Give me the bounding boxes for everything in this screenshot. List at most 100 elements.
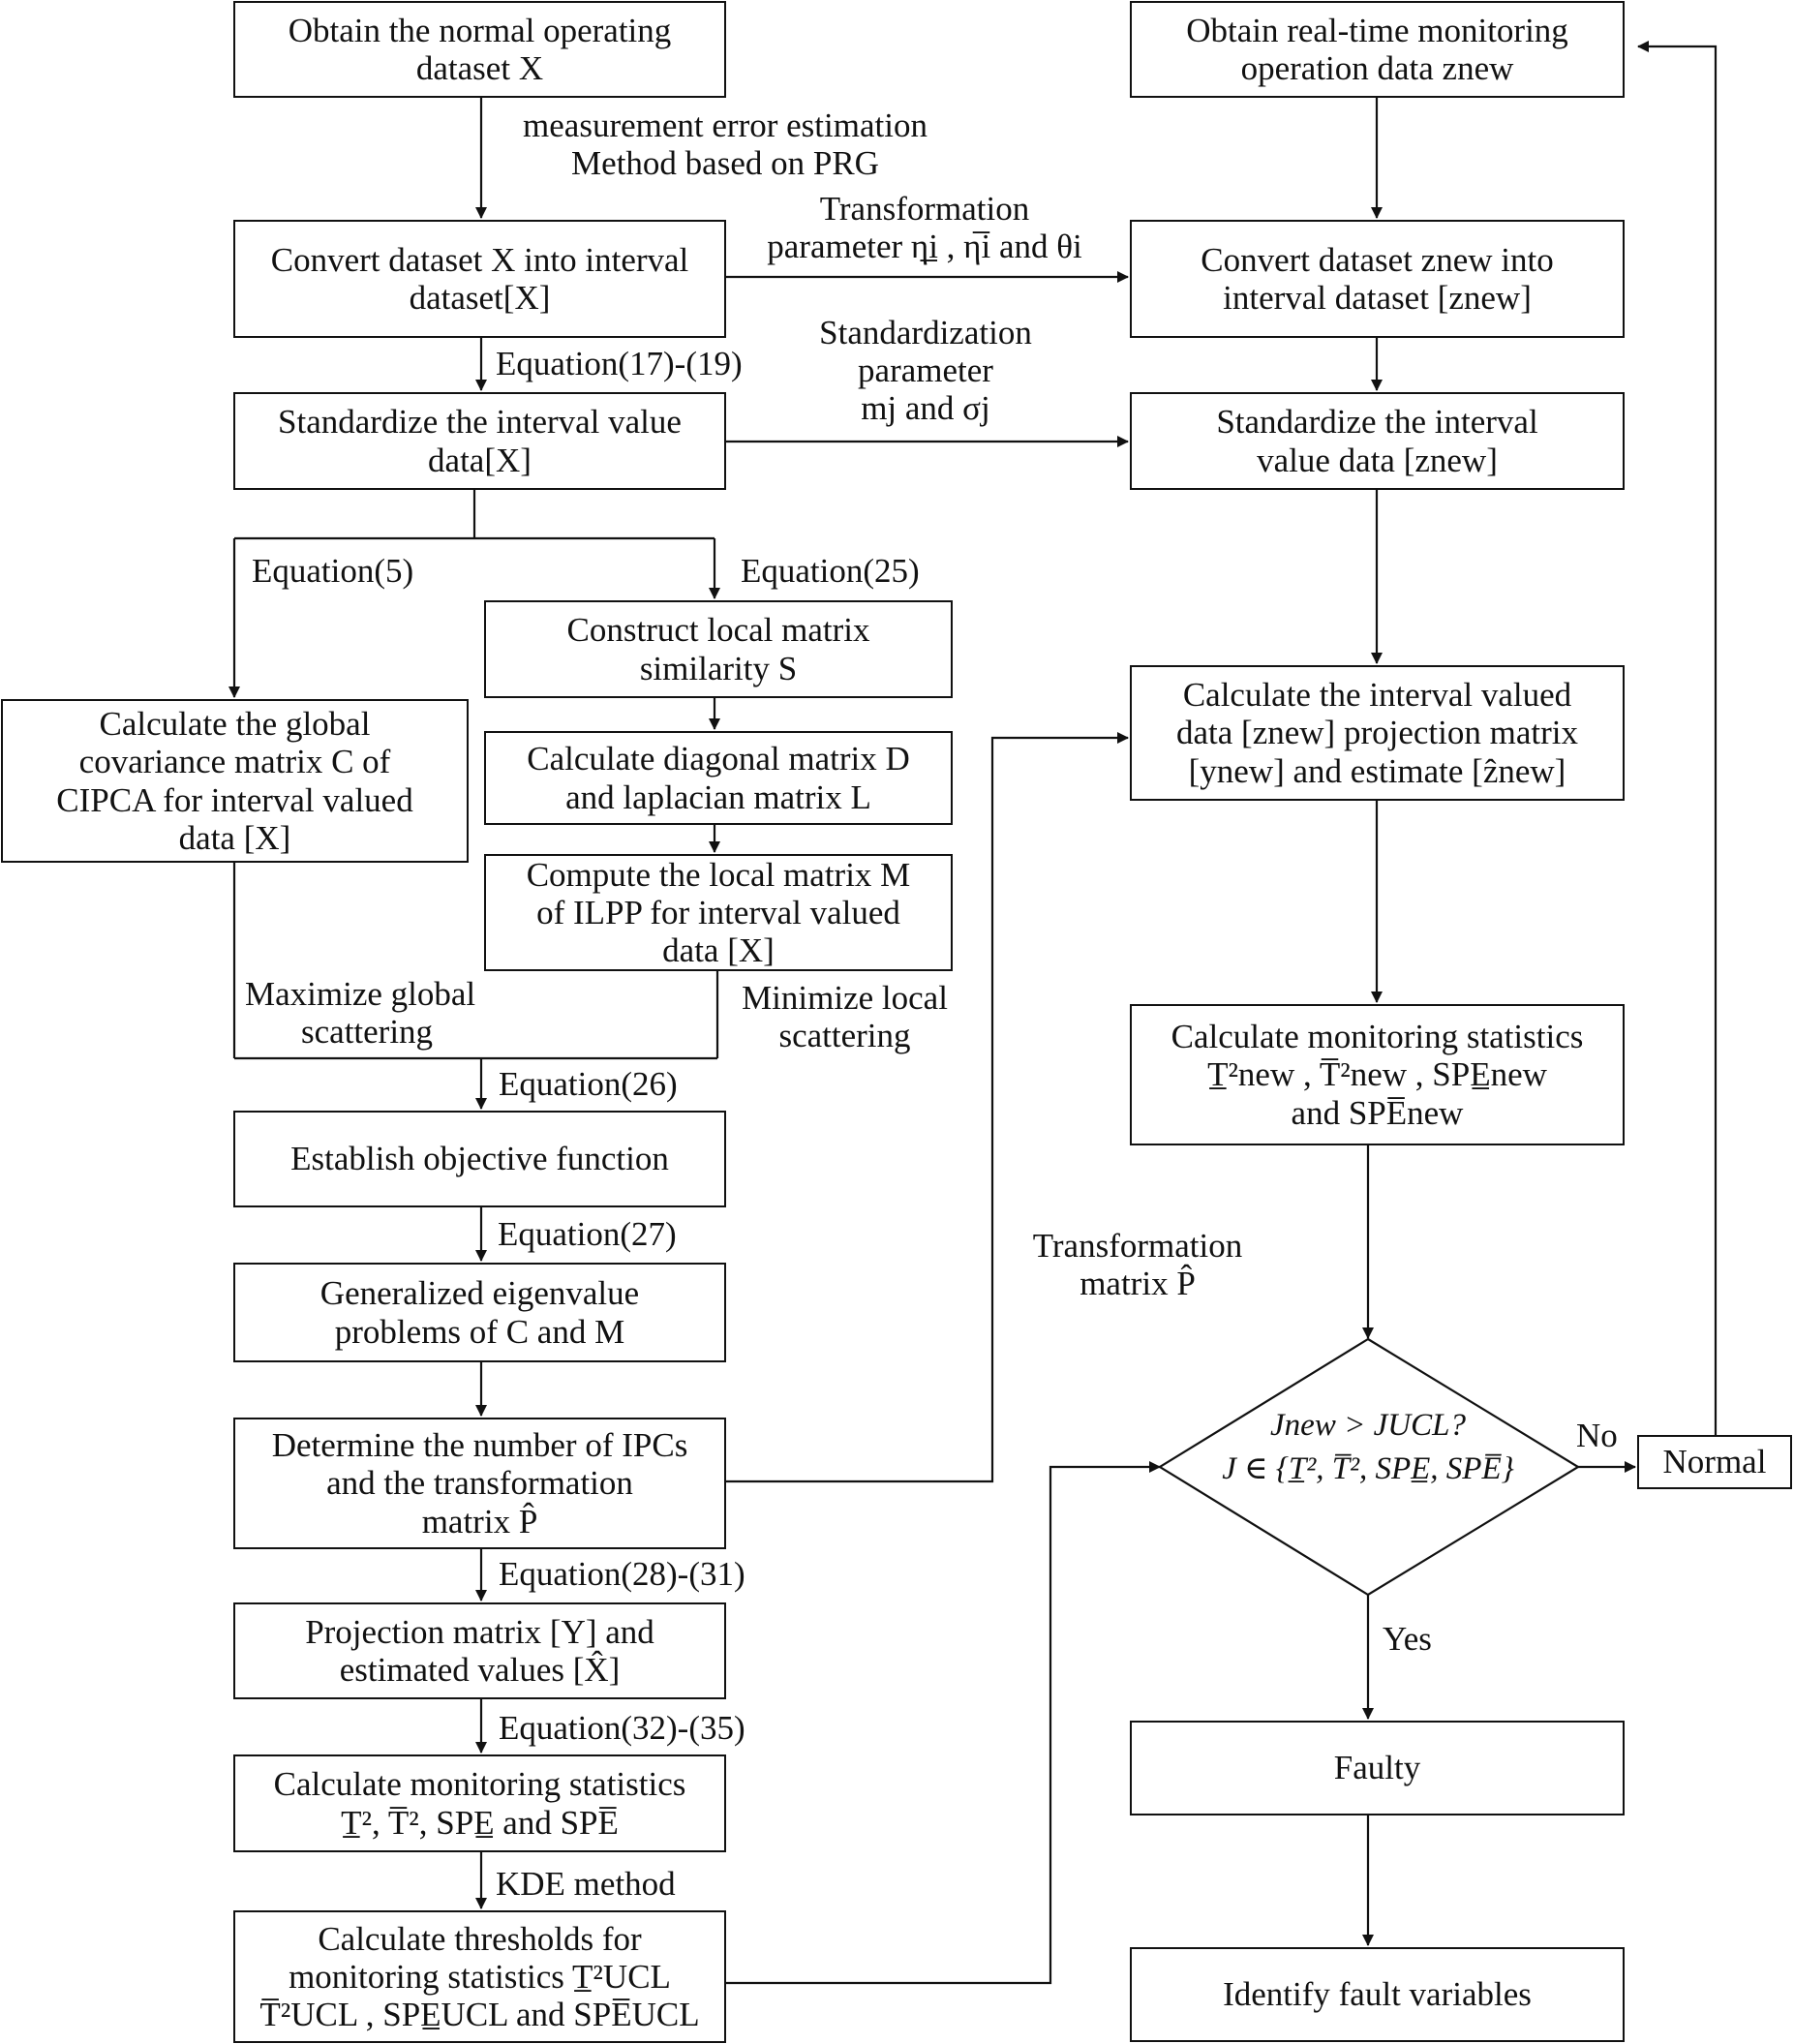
- text-line: Calculate thresholds for: [318, 1919, 642, 1958]
- text-line: Maximize global: [245, 975, 476, 1013]
- text-line: measurement error estimation: [523, 107, 927, 144]
- text-line: Calculate monitoring statistics: [273, 1765, 686, 1804]
- text-line: parameter η̲i , η̅i and θi: [767, 228, 1082, 266]
- text-line: T̅²UCL , SPE̲UCL and SPE̅UCL: [259, 1996, 700, 2034]
- text-line: Calculate diagonal matrix D: [527, 740, 910, 778]
- text-line: value data [znew]: [1257, 441, 1498, 479]
- text-line: T̲², T̅², SPE̲ and SPE̅: [341, 1803, 619, 1842]
- label-transformation-param: Transformation parameter η̲i , η̅i and θ…: [736, 190, 1113, 265]
- text-line: Standardization: [819, 314, 1032, 351]
- text-line: Projection matrix [Y] and: [305, 1612, 654, 1651]
- text-line: T̲²new , T̅²new , SPE̲new: [1207, 1055, 1547, 1094]
- box-eigenvalue: Generalized eigenvalue problems of C and…: [233, 1263, 726, 1362]
- text-line: and SPE̅new: [1291, 1093, 1464, 1132]
- text-line: Identify fault variables: [1223, 1975, 1532, 2014]
- text-line: Calculate the global: [99, 705, 371, 744]
- label-no: No: [1576, 1417, 1618, 1454]
- text-line: data[X]: [428, 441, 532, 479]
- text-line: Method based on PRG: [571, 144, 879, 183]
- box-determine-ipcs: Determine the number of IPCs and the tra…: [233, 1418, 726, 1549]
- text-line: CIPCA for interval valued: [56, 780, 413, 819]
- label-eq32-35: Equation(32)-(35): [499, 1709, 745, 1747]
- text-line: and laplacian matrix L: [565, 778, 871, 816]
- text-line: scattering: [301, 1013, 434, 1052]
- text-line: problems of C and M: [334, 1312, 625, 1351]
- label-eq25: Equation(25): [741, 552, 920, 590]
- text-line: Convert dataset X into interval: [270, 240, 689, 279]
- text-line: monitoring statistics T̲²UCL: [289, 1957, 671, 1996]
- text-line: data [X]: [178, 818, 291, 857]
- label-eq28-31: Equation(28)-(31): [499, 1555, 745, 1593]
- arrow-thresholds-to-decision: [726, 1461, 1161, 1985]
- box-objective-function: Establish objective function: [233, 1111, 726, 1207]
- text-line: Standardize the interval value: [278, 403, 682, 442]
- box-construct-local: Construct local matrix similarity S: [484, 600, 953, 698]
- text-line: Compute the local matrix M: [526, 855, 911, 894]
- label-maximize-global: Maximize global scattering: [245, 975, 475, 1051]
- box-standardize: Standardize the interval value data[X]: [233, 392, 726, 490]
- text-line: Minimize local: [742, 979, 948, 1017]
- box-projection: Projection matrix [Y] and estimated valu…: [233, 1602, 726, 1699]
- text-line: Standardize the interval: [1216, 403, 1538, 442]
- arrow-transformation-matrix: [726, 732, 1129, 1483]
- text-line: Transformation: [1032, 1227, 1243, 1265]
- box-standardize-znew: Standardize the interval value data [zne…: [1130, 392, 1625, 490]
- box-local-matrix-m: Compute the local matrix M of ILPP for i…: [484, 854, 953, 971]
- label-kde: KDE method: [496, 1865, 676, 1903]
- label-eq5: Equation(5): [252, 552, 414, 590]
- text-line: Calculate monitoring statistics: [1171, 1018, 1584, 1056]
- text-line: of ILPP for interval valued: [536, 893, 900, 931]
- text-line: Jnew > JUCL?: [1270, 1408, 1466, 1443]
- text-line: data [X]: [662, 931, 775, 970]
- text-line: mj and σj: [861, 389, 990, 428]
- text-line: data [znew] projection matrix: [1176, 714, 1578, 752]
- text-line: Transformation: [819, 190, 1030, 228]
- box-obtain-realtime: Obtain real-time monitoring operation da…: [1130, 1, 1625, 98]
- text-line: covariance matrix C of: [78, 743, 391, 781]
- text-line: Obtain the normal operating: [288, 11, 672, 49]
- box-convert-interval: Convert dataset X into interval dataset[…: [233, 220, 726, 338]
- text-line: dataset X: [415, 49, 544, 87]
- label-yes: Yes: [1383, 1620, 1432, 1658]
- label-eq26: Equation(26): [499, 1065, 678, 1103]
- box-diagonal-laplacian: Calculate diagonal matrix D and laplacia…: [484, 731, 953, 825]
- box-obtain-dataset: Obtain the normal operating dataset X: [233, 1, 726, 98]
- text-line: matrix P̂: [1079, 1265, 1196, 1303]
- box-normal: Normal: [1637, 1435, 1792, 1489]
- text-line: dataset[X]: [409, 279, 551, 317]
- text-line: Determine the number of IPCs: [271, 1426, 688, 1465]
- text-line: Establish objective function: [290, 1140, 669, 1178]
- box-global-covariance: Calculate the global covariance matrix C…: [1, 699, 469, 863]
- text-line: matrix P̂: [421, 1502, 538, 1541]
- text-line: and the transformation: [326, 1464, 633, 1503]
- label-eq27: Equation(27): [498, 1215, 677, 1253]
- box-projection-znew: Calculate the interval valued data [znew…: [1130, 665, 1625, 801]
- label-eq17-19: Equation(17)-(19): [496, 345, 743, 382]
- text-line: Faulty: [1333, 1749, 1421, 1787]
- label-standardization-param: Standardization parameter mj and σj: [775, 314, 1077, 428]
- text-line: Calculate the interval valued: [1182, 676, 1572, 715]
- text-line: parameter: [858, 351, 993, 390]
- label-minimize-local: Minimize local scattering: [726, 979, 963, 1054]
- box-identify: Identify fault variables: [1130, 1947, 1625, 2042]
- box-thresholds: Calculate thresholds for monitoring stat…: [233, 1910, 726, 2043]
- text-line: Normal: [1662, 1443, 1767, 1481]
- text-line: operation data znew: [1240, 49, 1514, 87]
- text-line: Construct local matrix: [566, 611, 870, 650]
- label-measurement-error: measurement error estimation Method base…: [498, 107, 953, 182]
- text-line: interval dataset [znew]: [1223, 279, 1532, 317]
- box-monitoring-stats: Calculate monitoring statistics T̲², T̅²…: [233, 1754, 726, 1852]
- text-line: [ynew] and estimate [ẑnew]: [1188, 751, 1566, 790]
- arrow-normal-loop: [1637, 41, 1718, 1435]
- box-convert-znew: Convert dataset znew into interval datas…: [1130, 220, 1625, 338]
- decision-text: Jnew > JUCL? J ∈ {T̲², T̅², SPE̲, SPE̅}: [1189, 1404, 1547, 1490]
- label-transformation-matrix: Transformation matrix P̂: [1012, 1227, 1263, 1302]
- box-faulty: Faulty: [1130, 1721, 1625, 1815]
- text-line: scattering: [778, 1017, 911, 1055]
- box-monitoring-znew: Calculate monitoring statistics T̲²new ,…: [1130, 1004, 1625, 1145]
- text-line: J ∈ {T̲², T̅², SPE̲, SPE̅}: [1222, 1450, 1514, 1486]
- text-line: Generalized eigenvalue: [319, 1274, 640, 1313]
- text-line: Convert dataset znew into: [1201, 240, 1554, 279]
- text-line: estimated values [X̂]: [339, 1651, 621, 1689]
